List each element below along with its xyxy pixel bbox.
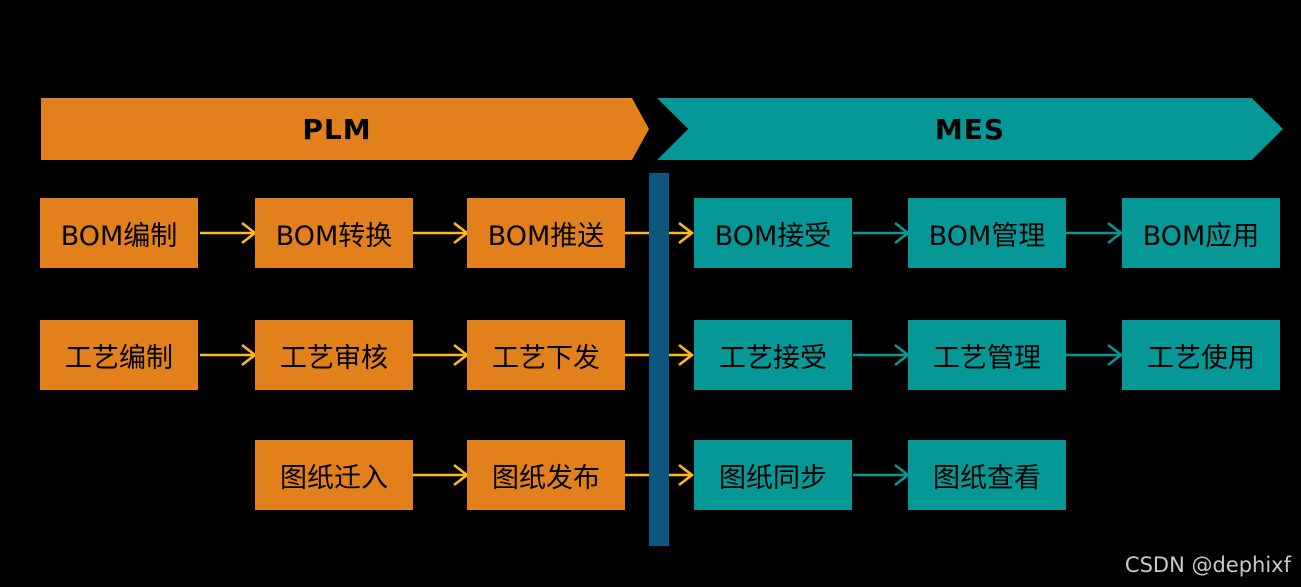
node-bom-manage: BOM管理 — [908, 198, 1066, 268]
node-drawing-view: 图纸查看 — [908, 440, 1066, 510]
node-process-manage: 工艺管理 — [908, 320, 1066, 390]
node-bom-push: BOM推送 — [467, 198, 625, 268]
node-process-review: 工艺审核 — [255, 320, 413, 390]
arrow-bom-manage-to-apply — [1066, 221, 1124, 245]
node-bom-convert: BOM转换 — [255, 198, 413, 268]
plm-mes-divider-bar — [649, 173, 669, 546]
mes-banner: MES — [657, 98, 1283, 160]
node-process-use: 工艺使用 — [1122, 320, 1280, 390]
arrow-drawing-sync-to-view — [853, 463, 911, 487]
arrow-process-manage-to-use — [1066, 343, 1124, 367]
arrow-process-review-to-release — [413, 343, 470, 367]
arrow-bom-receive-to-manage — [853, 221, 911, 245]
node-drawing-sync: 图纸同步 — [694, 440, 852, 510]
node-process-receive: 工艺接受 — [694, 320, 852, 390]
node-bom-receive: BOM接受 — [694, 198, 852, 268]
node-process-create: 工艺编制 — [40, 320, 198, 390]
node-drawing-import: 图纸迁入 — [255, 440, 413, 510]
arrow-bom-convert-to-push — [413, 221, 470, 245]
arrow-process-receive-to-manage — [853, 343, 911, 367]
csdn-watermark: CSDN @dephixf — [1124, 553, 1291, 577]
node-process-release: 工艺下发 — [467, 320, 625, 390]
node-bom-apply: BOM应用 — [1122, 198, 1280, 268]
node-bom-create: BOM编制 — [40, 198, 198, 268]
node-drawing-publish: 图纸发布 — [467, 440, 625, 510]
plm-banner: PLM — [41, 98, 649, 160]
arrow-bom-create-to-convert — [200, 221, 258, 245]
arrow-process-create-to-review — [200, 343, 258, 367]
arrow-drawing-import-to-publish — [413, 463, 470, 487]
